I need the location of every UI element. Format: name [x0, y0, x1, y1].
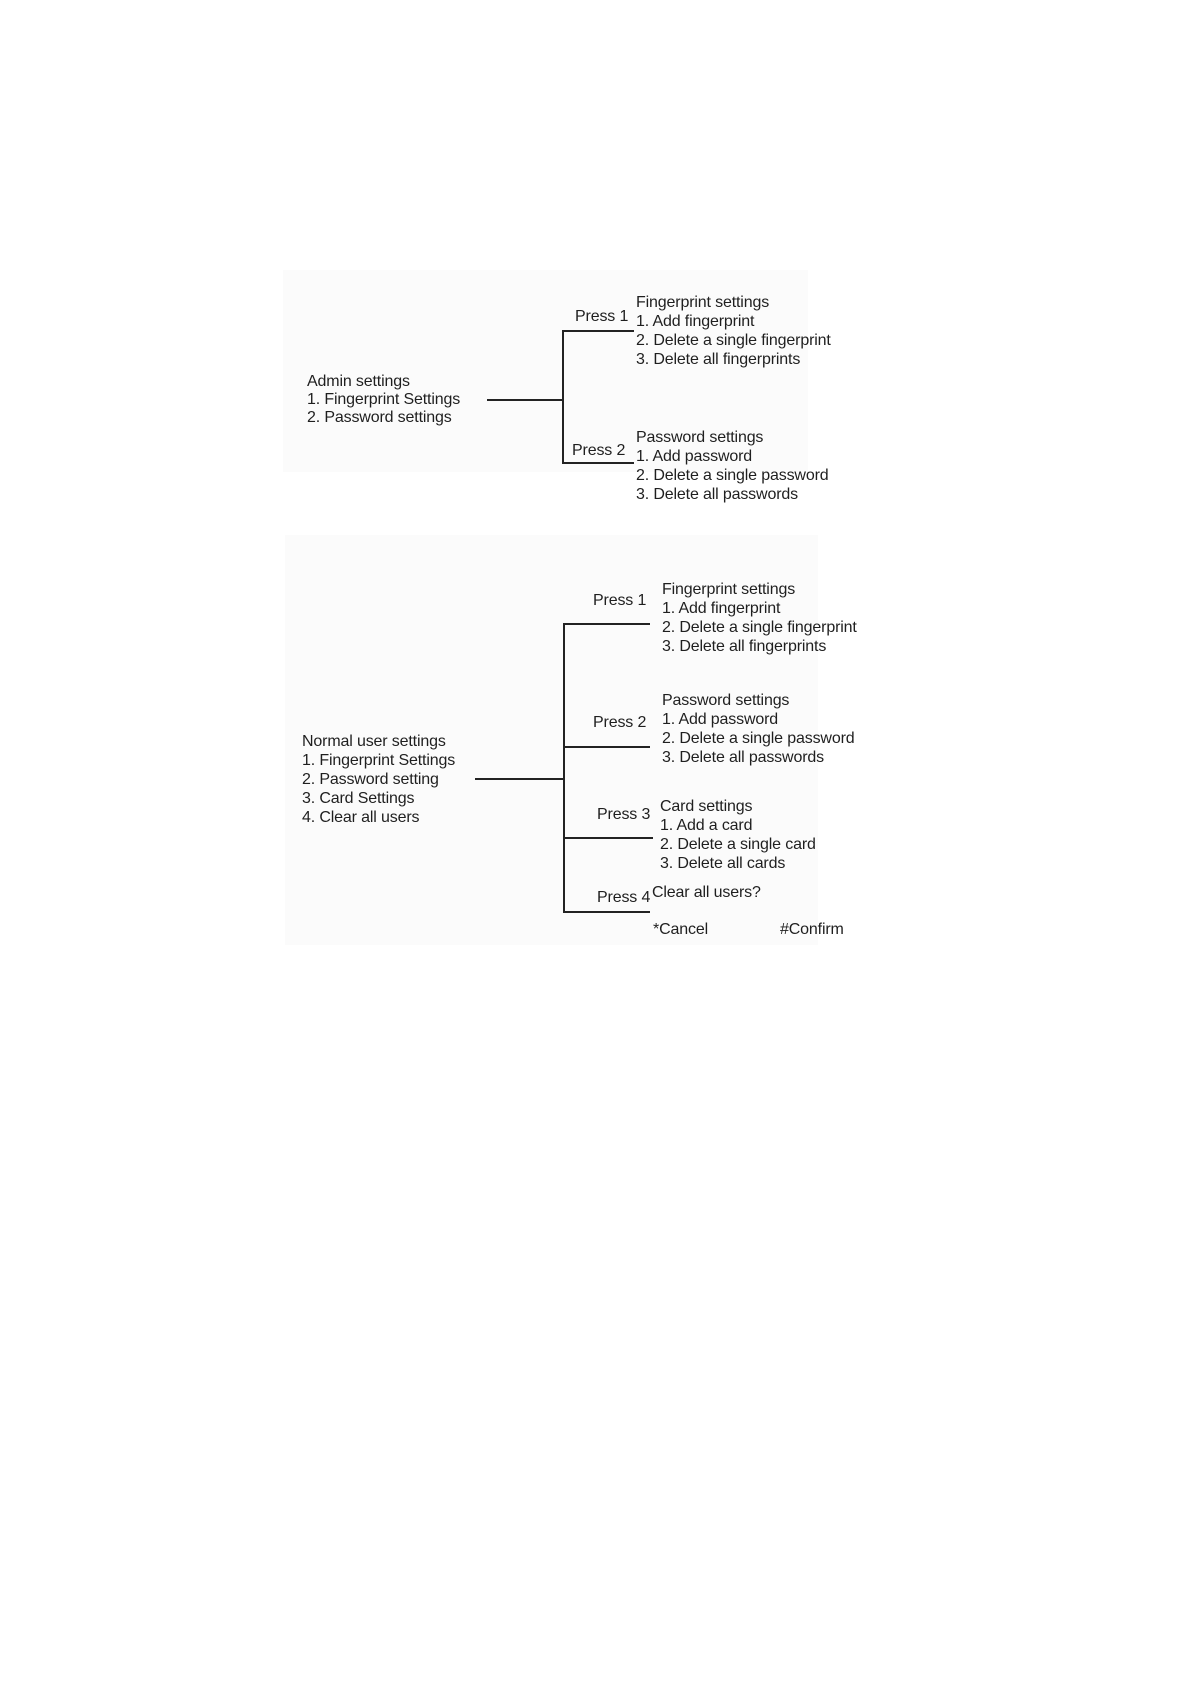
- normal-user-password-title: Password settings: [662, 692, 790, 709]
- normal-user-diagram-panel: [285, 535, 818, 945]
- admin-root-title: Admin settings: [307, 373, 410, 390]
- menu-item: 3. Delete all passwords: [662, 749, 824, 766]
- normal-user-clear-all-question: Clear all users?: [652, 884, 761, 901]
- menu-item: 3. Delete all cards: [660, 855, 786, 872]
- admin-password-title: Password settings: [636, 429, 764, 446]
- normal-user-press4-label: Press 4: [597, 889, 651, 906]
- normal-user-root-menu: Normal user settings 1. Fingerprint Sett…: [302, 732, 455, 827]
- normal-user-root-connector-line: [475, 778, 564, 780]
- normal-user-password-menu: Password settings 1. Add password 2. Del…: [662, 691, 855, 767]
- admin-branch2-line: [562, 462, 634, 464]
- cancel-hint: *Cancel: [653, 921, 708, 938]
- confirm-hint: #Confirm: [780, 921, 844, 938]
- admin-password-menu: Password settings 1. Add password 2. Del…: [636, 428, 829, 504]
- normal-user-branch1-line: [563, 623, 650, 625]
- admin-root-item-2: 2. Password settings: [307, 409, 452, 426]
- normal-user-root-item-4: 4. Clear all users: [302, 809, 420, 826]
- admin-root-item-1: 1. Fingerprint Settings: [307, 391, 461, 408]
- normal-user-root-title: Normal user settings: [302, 733, 446, 750]
- normal-user-trunk-line: [563, 623, 565, 913]
- normal-user-root-item-1: 1. Fingerprint Settings: [302, 752, 456, 769]
- admin-press1-label: Press 1: [575, 308, 629, 325]
- menu-item: 2. Delete a single fingerprint: [636, 332, 831, 349]
- admin-root-menu: Admin settings 1. Fingerprint Settings 2…: [307, 373, 460, 427]
- menu-item: 1. Add a card: [660, 817, 753, 834]
- menu-item: 2. Delete a single fingerprint: [662, 619, 857, 636]
- normal-user-press2-label: Press 2: [593, 714, 647, 731]
- normal-user-branch4-line: [563, 911, 650, 913]
- admin-press2-label: Press 2: [572, 442, 626, 459]
- menu-item: 3. Delete all fingerprints: [662, 638, 827, 655]
- menu-item: 2. Delete a single card: [660, 836, 816, 853]
- admin-fingerprint-title: Fingerprint settings: [636, 294, 770, 311]
- menu-item: 3. Delete all fingerprints: [636, 351, 801, 368]
- normal-user-fingerprint-menu: Fingerprint settings 1. Add fingerprint …: [662, 580, 857, 656]
- normal-user-fingerprint-title: Fingerprint settings: [662, 581, 796, 598]
- normal-user-press3-label: Press 3: [597, 806, 651, 823]
- normal-user-root-item-2: 2. Password setting: [302, 771, 439, 788]
- menu-item: 1. Add fingerprint: [662, 600, 781, 617]
- normal-user-branch3-line: [563, 837, 653, 839]
- normal-user-card-menu: Card settings 1. Add a card 2. Delete a …: [660, 797, 816, 873]
- normal-user-press1-label: Press 1: [593, 592, 647, 609]
- admin-root-connector-line: [487, 399, 562, 401]
- menu-item: 2. Delete a single password: [662, 730, 855, 747]
- admin-fingerprint-menu: Fingerprint settings 1. Add fingerprint …: [636, 293, 831, 369]
- normal-user-card-title: Card settings: [660, 798, 753, 815]
- normal-user-root-item-3: 3. Card Settings: [302, 790, 415, 807]
- menu-item: 2. Delete a single password: [636, 467, 829, 484]
- admin-branch1-line: [562, 330, 634, 332]
- normal-user-branch2-line: [563, 746, 650, 748]
- menu-item: 1. Add password: [636, 448, 753, 465]
- menu-item: 3. Delete all passwords: [636, 486, 798, 503]
- menu-item: 1. Add fingerprint: [636, 313, 755, 330]
- admin-trunk-line: [562, 330, 564, 464]
- admin-diagram-panel: [283, 270, 808, 472]
- menu-item: 1. Add password: [662, 711, 779, 728]
